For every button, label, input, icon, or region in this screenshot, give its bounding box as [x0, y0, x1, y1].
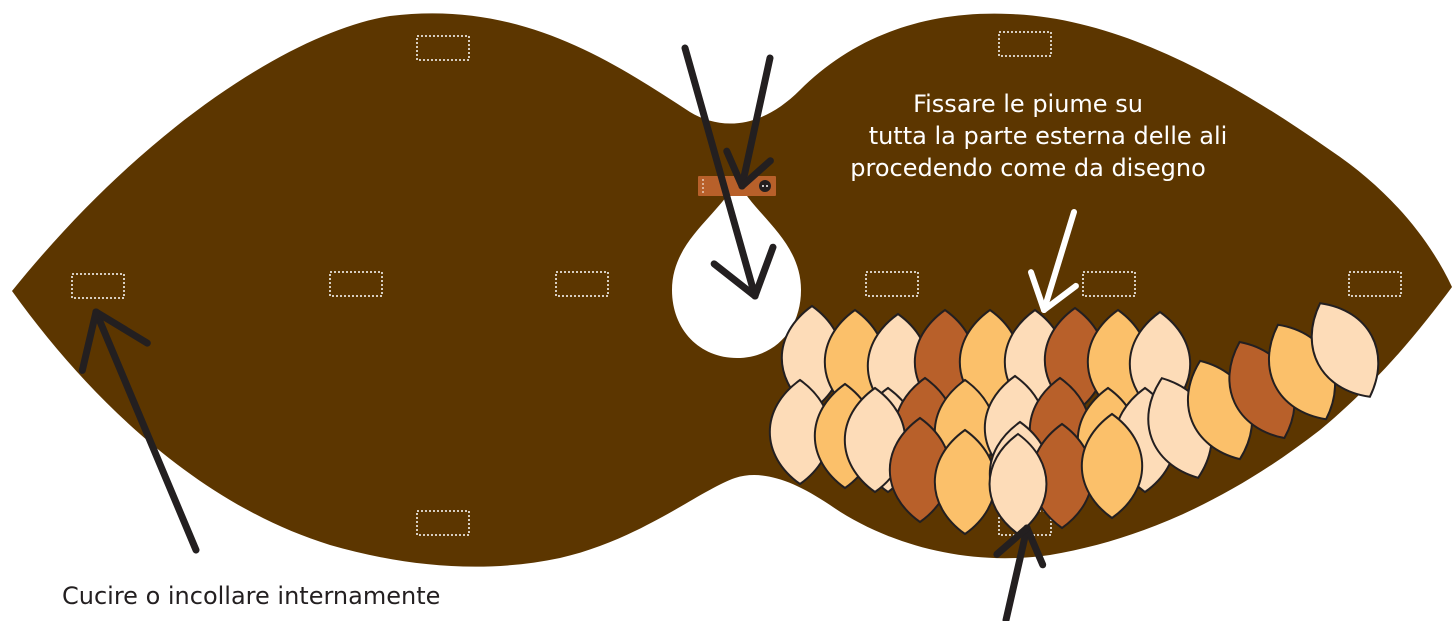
inside-sewing-instruction: Cucire o incollare internamente	[62, 582, 441, 610]
stitched-patch-icon	[865, 271, 919, 297]
arrows	[78, 44, 1079, 621]
arrow-line	[723, 147, 746, 190]
stitched-patch-icon	[1082, 271, 1136, 297]
feather-icon	[1310, 302, 1380, 398]
head-hole	[672, 180, 801, 358]
feathers-instruction-line-1: Fissare le piume su	[913, 90, 1143, 118]
arrow-line	[1002, 524, 1031, 621]
feathers-instruction-line-3: procedendo come da disegno	[850, 154, 1206, 182]
stitched-patch-icon	[71, 273, 125, 299]
arrow-line	[1041, 282, 1079, 313]
neck-strap	[698, 176, 776, 196]
feather-icon	[1080, 412, 1144, 520]
stitched-patch-icon	[1348, 271, 1402, 297]
stitched-patch-icon	[416, 35, 470, 61]
arrow-line	[710, 260, 759, 300]
arrow-line	[1023, 524, 1047, 569]
arrow-line	[993, 524, 1031, 558]
feathers-instruction-line-2: tutta la parte esterna delle ali	[868, 122, 1228, 150]
arrow-line	[92, 308, 200, 554]
stitched-patch-icon	[998, 31, 1052, 57]
strap-button-hole	[766, 185, 768, 187]
stitched-patch-icon	[329, 271, 383, 297]
arrow-line	[1041, 209, 1077, 313]
stitched-patch-icon	[416, 510, 470, 536]
arrow-line	[92, 308, 151, 347]
strap-with-button-icon	[698, 176, 776, 196]
feather-cluster	[768, 302, 1380, 536]
arrow-line	[78, 308, 100, 374]
arrow-line	[738, 157, 774, 190]
arrow-line	[751, 243, 777, 300]
stitched-patch-icon	[555, 271, 609, 297]
strap-button-hole	[762, 185, 764, 187]
arrow-line	[1027, 269, 1047, 313]
arrow-line	[681, 44, 759, 300]
strap-button	[759, 180, 771, 192]
feathers-instruction: Fissare le piume su tutta la parte ester…	[818, 88, 1238, 184]
arrow-line	[738, 54, 774, 190]
